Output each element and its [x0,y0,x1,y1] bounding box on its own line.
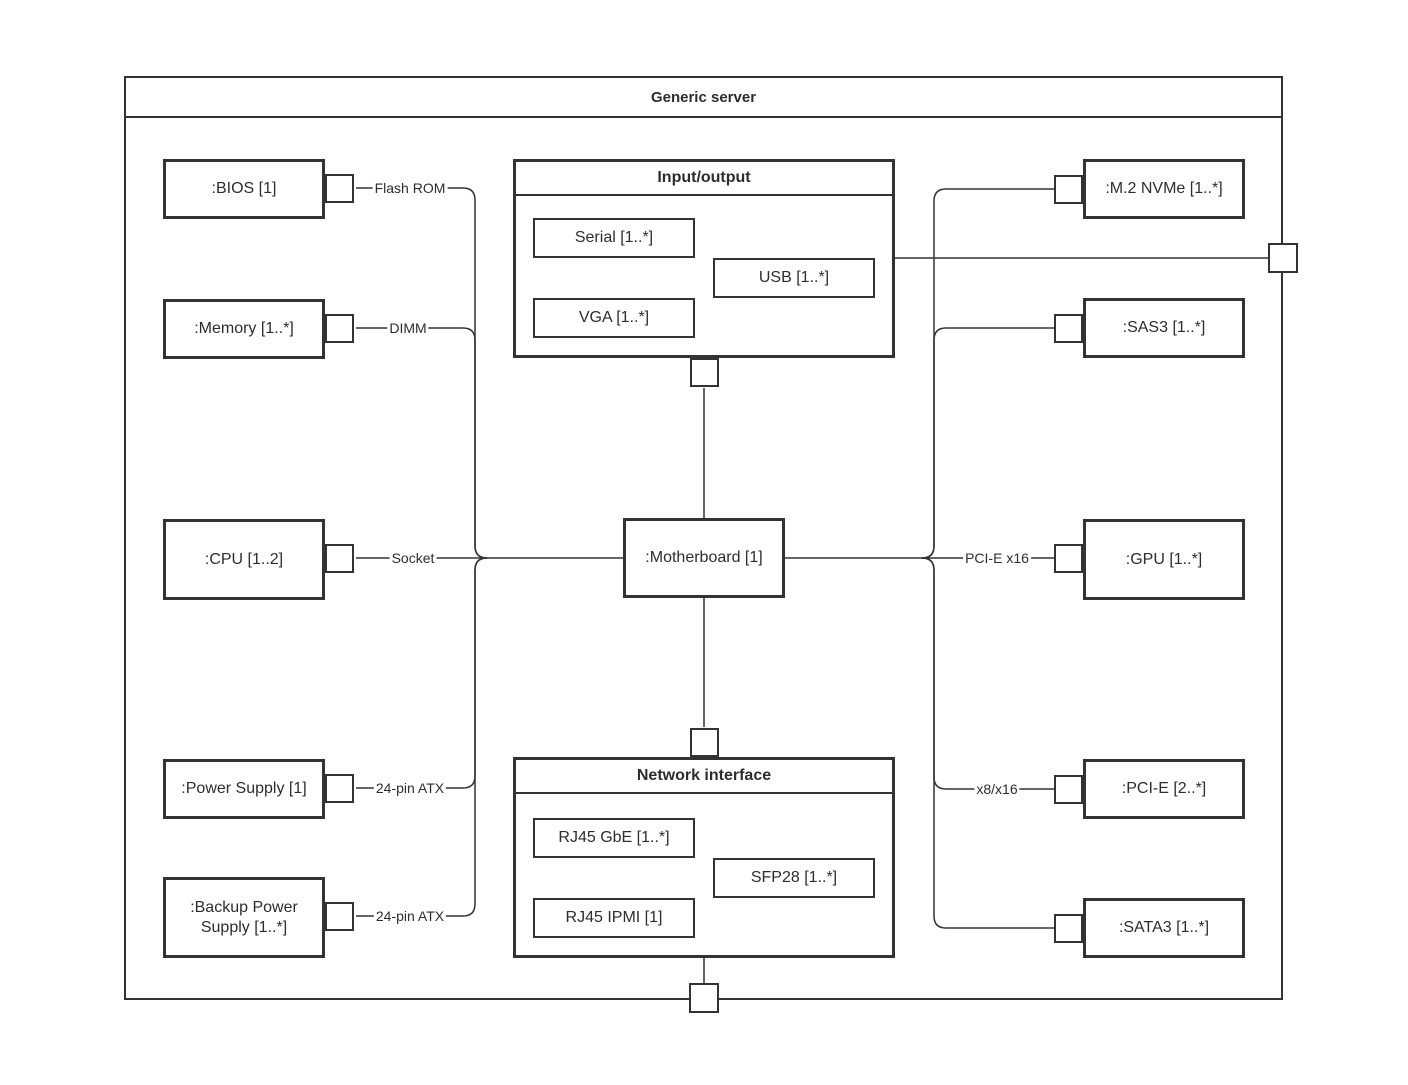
port-input-output-bottom [690,358,719,387]
item-rj45-ipmi: RJ45 IPMI [1] [533,898,695,938]
edge-label-atx-psu: 24-pin ATX [373,780,447,796]
component-motherboard: :Motherboard [1] [623,518,785,598]
port-pcie [1054,775,1083,804]
component-backup-power-supply: :Backup Power Supply [1..*] [163,877,325,958]
item-usb: USB [1..*] [713,258,875,298]
component-power-supply: :Power Supply [1] [163,759,325,819]
edge-label-x8-x16: x8/x16 [974,781,1020,797]
port-boundary-bottom [689,983,719,1013]
port-backup-power-supply [325,902,354,931]
item-serial-label: Serial [1..*] [574,229,654,246]
edge-backup-atx [356,557,488,917]
component-motherboard-label: :Motherboard [1] [645,549,763,566]
port-gpu [1054,544,1083,573]
item-vga-label: VGA [1..*] [578,309,650,326]
component-pcie-label: :PCI-E [2..*] [1121,780,1207,797]
edge-label-dimm: DIMM [387,320,429,336]
component-bios-label: :BIOS [1] [211,180,277,197]
port-m2-nvme [1054,175,1083,204]
component-sata3: :SATA3 [1..*] [1083,898,1245,958]
port-cpu [325,544,354,573]
item-serial: Serial [1..*] [533,218,695,258]
component-m2-nvme: :M.2 NVMe [1..*] [1083,159,1245,219]
edge-label-pcie-x16: PCI-E x16 [963,550,1031,566]
component-memory-label: :Memory [1..*] [194,320,294,337]
item-rj45-gbe-label: RJ45 GbE [1..*] [558,829,670,846]
edge-sata3 [921,557,1054,929]
component-gpu-label: :GPU [1..*] [1125,550,1203,568]
port-network-interface-top [690,728,719,757]
item-sfp28-label: SFP28 [1..*] [750,869,838,886]
item-usb-label: USB [1..*] [758,269,830,286]
port-bios [325,174,354,203]
edge-label-atx-backup: 24-pin ATX [373,908,447,924]
group-input-output-title: Input/output [516,162,892,196]
port-power-supply [325,774,354,803]
component-memory: :Memory [1..*] [163,299,325,359]
edge-label-socket: Socket [389,550,437,566]
port-sata3 [1054,914,1083,943]
edge-sas3 [921,327,1054,559]
edge-memory-dimm [356,327,488,559]
item-rj45-ipmi-label: RJ45 IPMI [1] [565,909,663,926]
port-sas3 [1054,314,1083,343]
item-sfp28: SFP28 [1..*] [713,858,875,898]
component-pcie: :PCI-E [2..*] [1083,759,1245,819]
port-memory [325,314,354,343]
component-cpu-label: :CPU [1..2] [204,550,284,568]
group-network-interface-title: Network interface [516,760,892,794]
component-cpu: :CPU [1..2] [163,519,325,600]
component-m2-nvme-label: :M.2 NVMe [1..*] [1105,180,1223,197]
port-boundary-right-usb [1268,243,1298,273]
component-sas3: :SAS3 [1..*] [1083,298,1245,358]
item-rj45-gbe: RJ45 GbE [1..*] [533,818,695,858]
component-power-supply-label: :Power Supply [1] [181,780,307,797]
diagram-title: Generic server [126,78,1281,118]
component-sata3-label: :SATA3 [1..*] [1118,919,1210,936]
component-gpu: :GPU [1..*] [1083,519,1245,600]
component-sas3-label: :SAS3 [1..*] [1122,319,1206,336]
component-bios: :BIOS [1] [163,159,325,219]
component-backup-power-supply-label: :Backup Power Supply [1..*] [190,898,298,936]
edge-label-flash-rom: Flash ROM [372,180,448,196]
item-vga: VGA [1..*] [533,298,695,338]
